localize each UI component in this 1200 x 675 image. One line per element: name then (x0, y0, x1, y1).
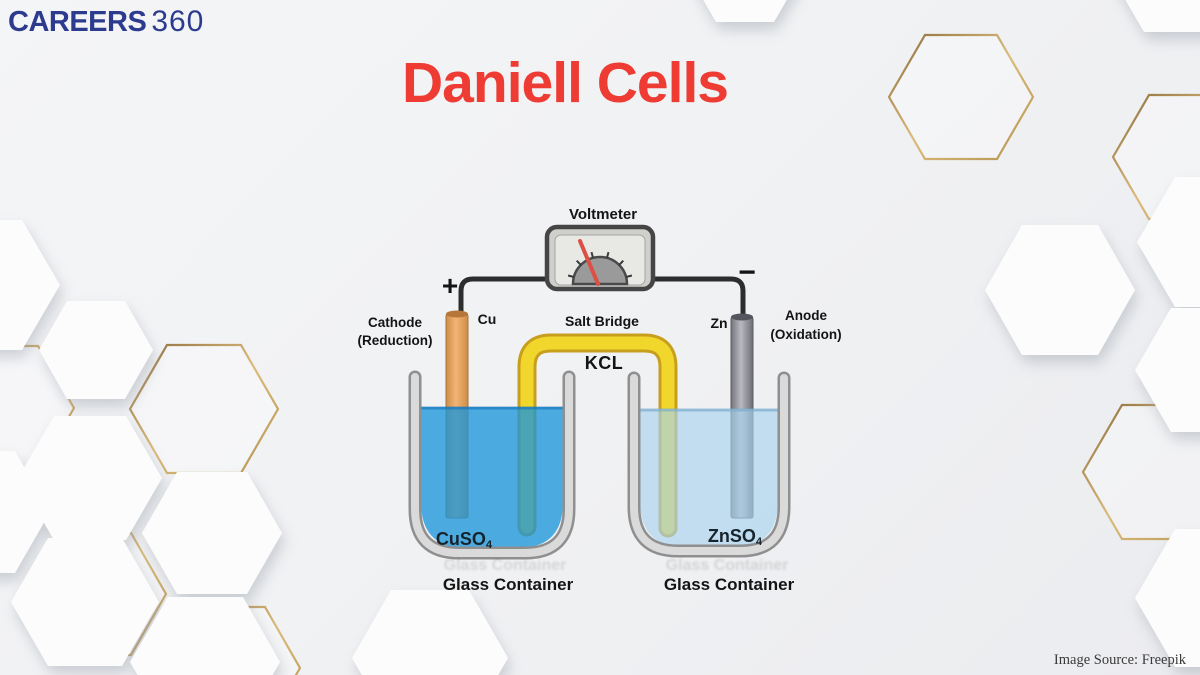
glass-container-ghost-right: Glass Container (665, 557, 789, 574)
voltmeter-gauge (571, 255, 629, 286)
zn-electrode-label: Zn (710, 315, 728, 331)
znso4-subscript: 4 (755, 536, 763, 549)
page-title: Daniell Cells (402, 51, 729, 115)
voltmeter-needle (578, 239, 600, 286)
salt-bridge-label: Salt Bridge (565, 313, 639, 329)
positive-terminal-sign: + (441, 270, 459, 301)
voltmeter-tick-marks (567, 251, 633, 278)
znso4-solution-label: ZnSO4 (708, 525, 762, 548)
logo-wordmark: CAREERS (8, 6, 147, 38)
glass-container-label-right: Glass Container (663, 575, 795, 594)
cuso4-subscript: 4 (485, 539, 493, 552)
voltmeter-label: Voltmeter (568, 206, 638, 223)
cu-electrode-label: Cu (477, 311, 497, 327)
cuso4-solution (421, 406, 563, 548)
negative-terminal-sign: − (738, 256, 756, 289)
cathode-label: Cathode (Reduction) (358, 314, 433, 350)
voltmeter (544, 224, 656, 292)
cathode-label-line2: (Reduction) (357, 333, 433, 348)
glass-container-ghost-left: Glass Container (443, 557, 567, 574)
cuso4-solution-label: CuSO4 (436, 528, 492, 551)
careers360-logo: CAREERS 360 (8, 5, 204, 39)
cathode-label-line1: Cathode (368, 315, 422, 330)
znso4-formula: ZnSO (707, 526, 756, 546)
glass-container-label-left: Glass Container (442, 575, 574, 594)
right-glass-container (627, 371, 791, 558)
logo-360: 360 (151, 5, 205, 38)
image-source-attribution: Image Source: Freepik (1053, 652, 1186, 668)
anode-label: Anode (Oxidation) (770, 306, 841, 344)
znso4-solution (640, 408, 778, 547)
salt-bridge-tube (517, 333, 678, 538)
anode-label-line2: (Oxidation) (770, 327, 842, 342)
cuso4-formula: CuSO (435, 529, 486, 549)
left-glass-container (408, 370, 576, 560)
kcl-label: KCL (584, 353, 624, 373)
anode-label-line1: Anode (785, 308, 827, 323)
circuit-wires (458, 276, 746, 322)
